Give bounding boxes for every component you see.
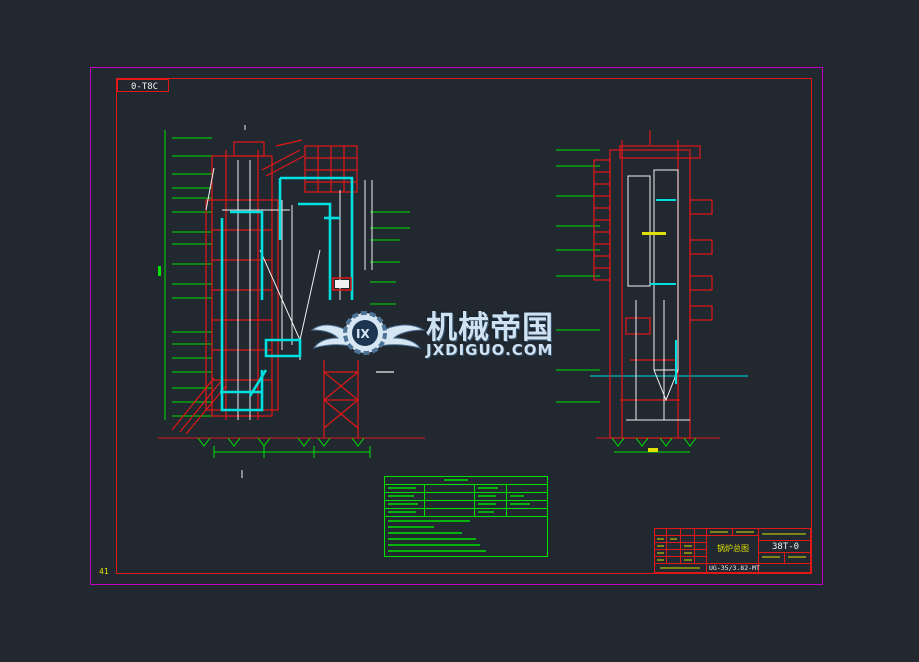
corner-tag-text: 0-T8C — [131, 82, 158, 92]
logo-letters: IX — [356, 327, 370, 341]
sheet-inner-frame — [116, 78, 812, 574]
title-block-sheet-code: 38T-0 — [772, 542, 799, 552]
title-block-model-code: UG-35/3.82-MT — [709, 564, 760, 572]
jxdiguo-logo: IX — [310, 311, 426, 355]
front-elevation-view — [556, 130, 748, 453]
title-block-drawing-name: 锅炉总图 — [717, 543, 749, 553]
corner-tag-box — [117, 79, 169, 92]
logo-left-wing — [310, 324, 354, 349]
layer-number: 41 — [99, 567, 109, 576]
watermark-site-url: JXDIGUO.COM — [426, 341, 554, 359]
watermark-site-name: 机械帝国 — [426, 310, 554, 346]
side-elevation-view — [158, 125, 425, 478]
sheet-outer-border — [90, 67, 823, 585]
title-block — [654, 528, 811, 573]
notes-table — [384, 476, 548, 557]
logo-right-wing — [376, 324, 426, 349]
